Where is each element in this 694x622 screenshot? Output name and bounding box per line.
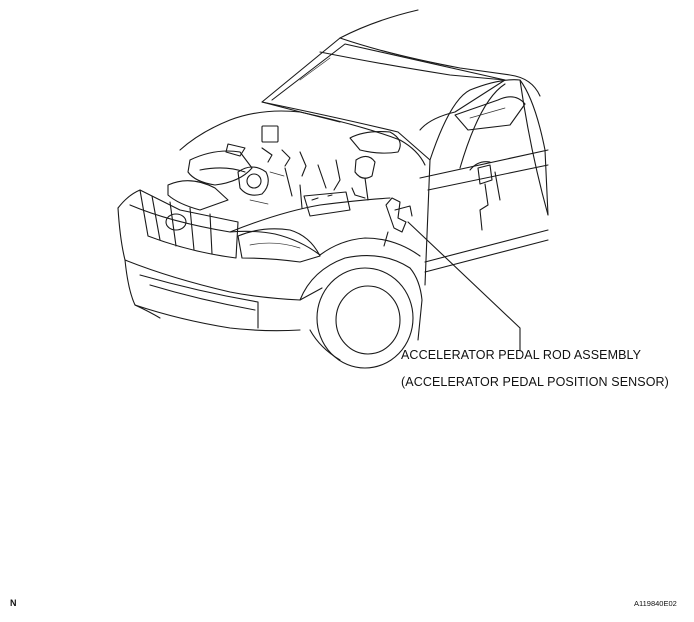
windshield [261,43,506,161]
figure-code: A119840E02 [634,599,677,608]
front-grille-bumper [117,189,323,332]
side-mirror [454,96,526,131]
part-name-label: ACCELERATOR PEDAL ROD ASSEMBLY [401,348,642,362]
vehicle-side-body [419,79,549,286]
engine-components [167,125,376,217]
corner-letter: N [10,598,17,608]
leader-line [407,221,521,351]
vehicle-roof [261,9,541,123]
fender-wheel [299,237,423,369]
accelerator-pedal-rod-assembly [383,197,413,247]
part-subname-label: (ACCELERATOR PEDAL POSITION SENSOR) [401,375,669,389]
door-components [469,161,501,231]
hood [129,110,426,256]
headlamp [237,228,321,263]
